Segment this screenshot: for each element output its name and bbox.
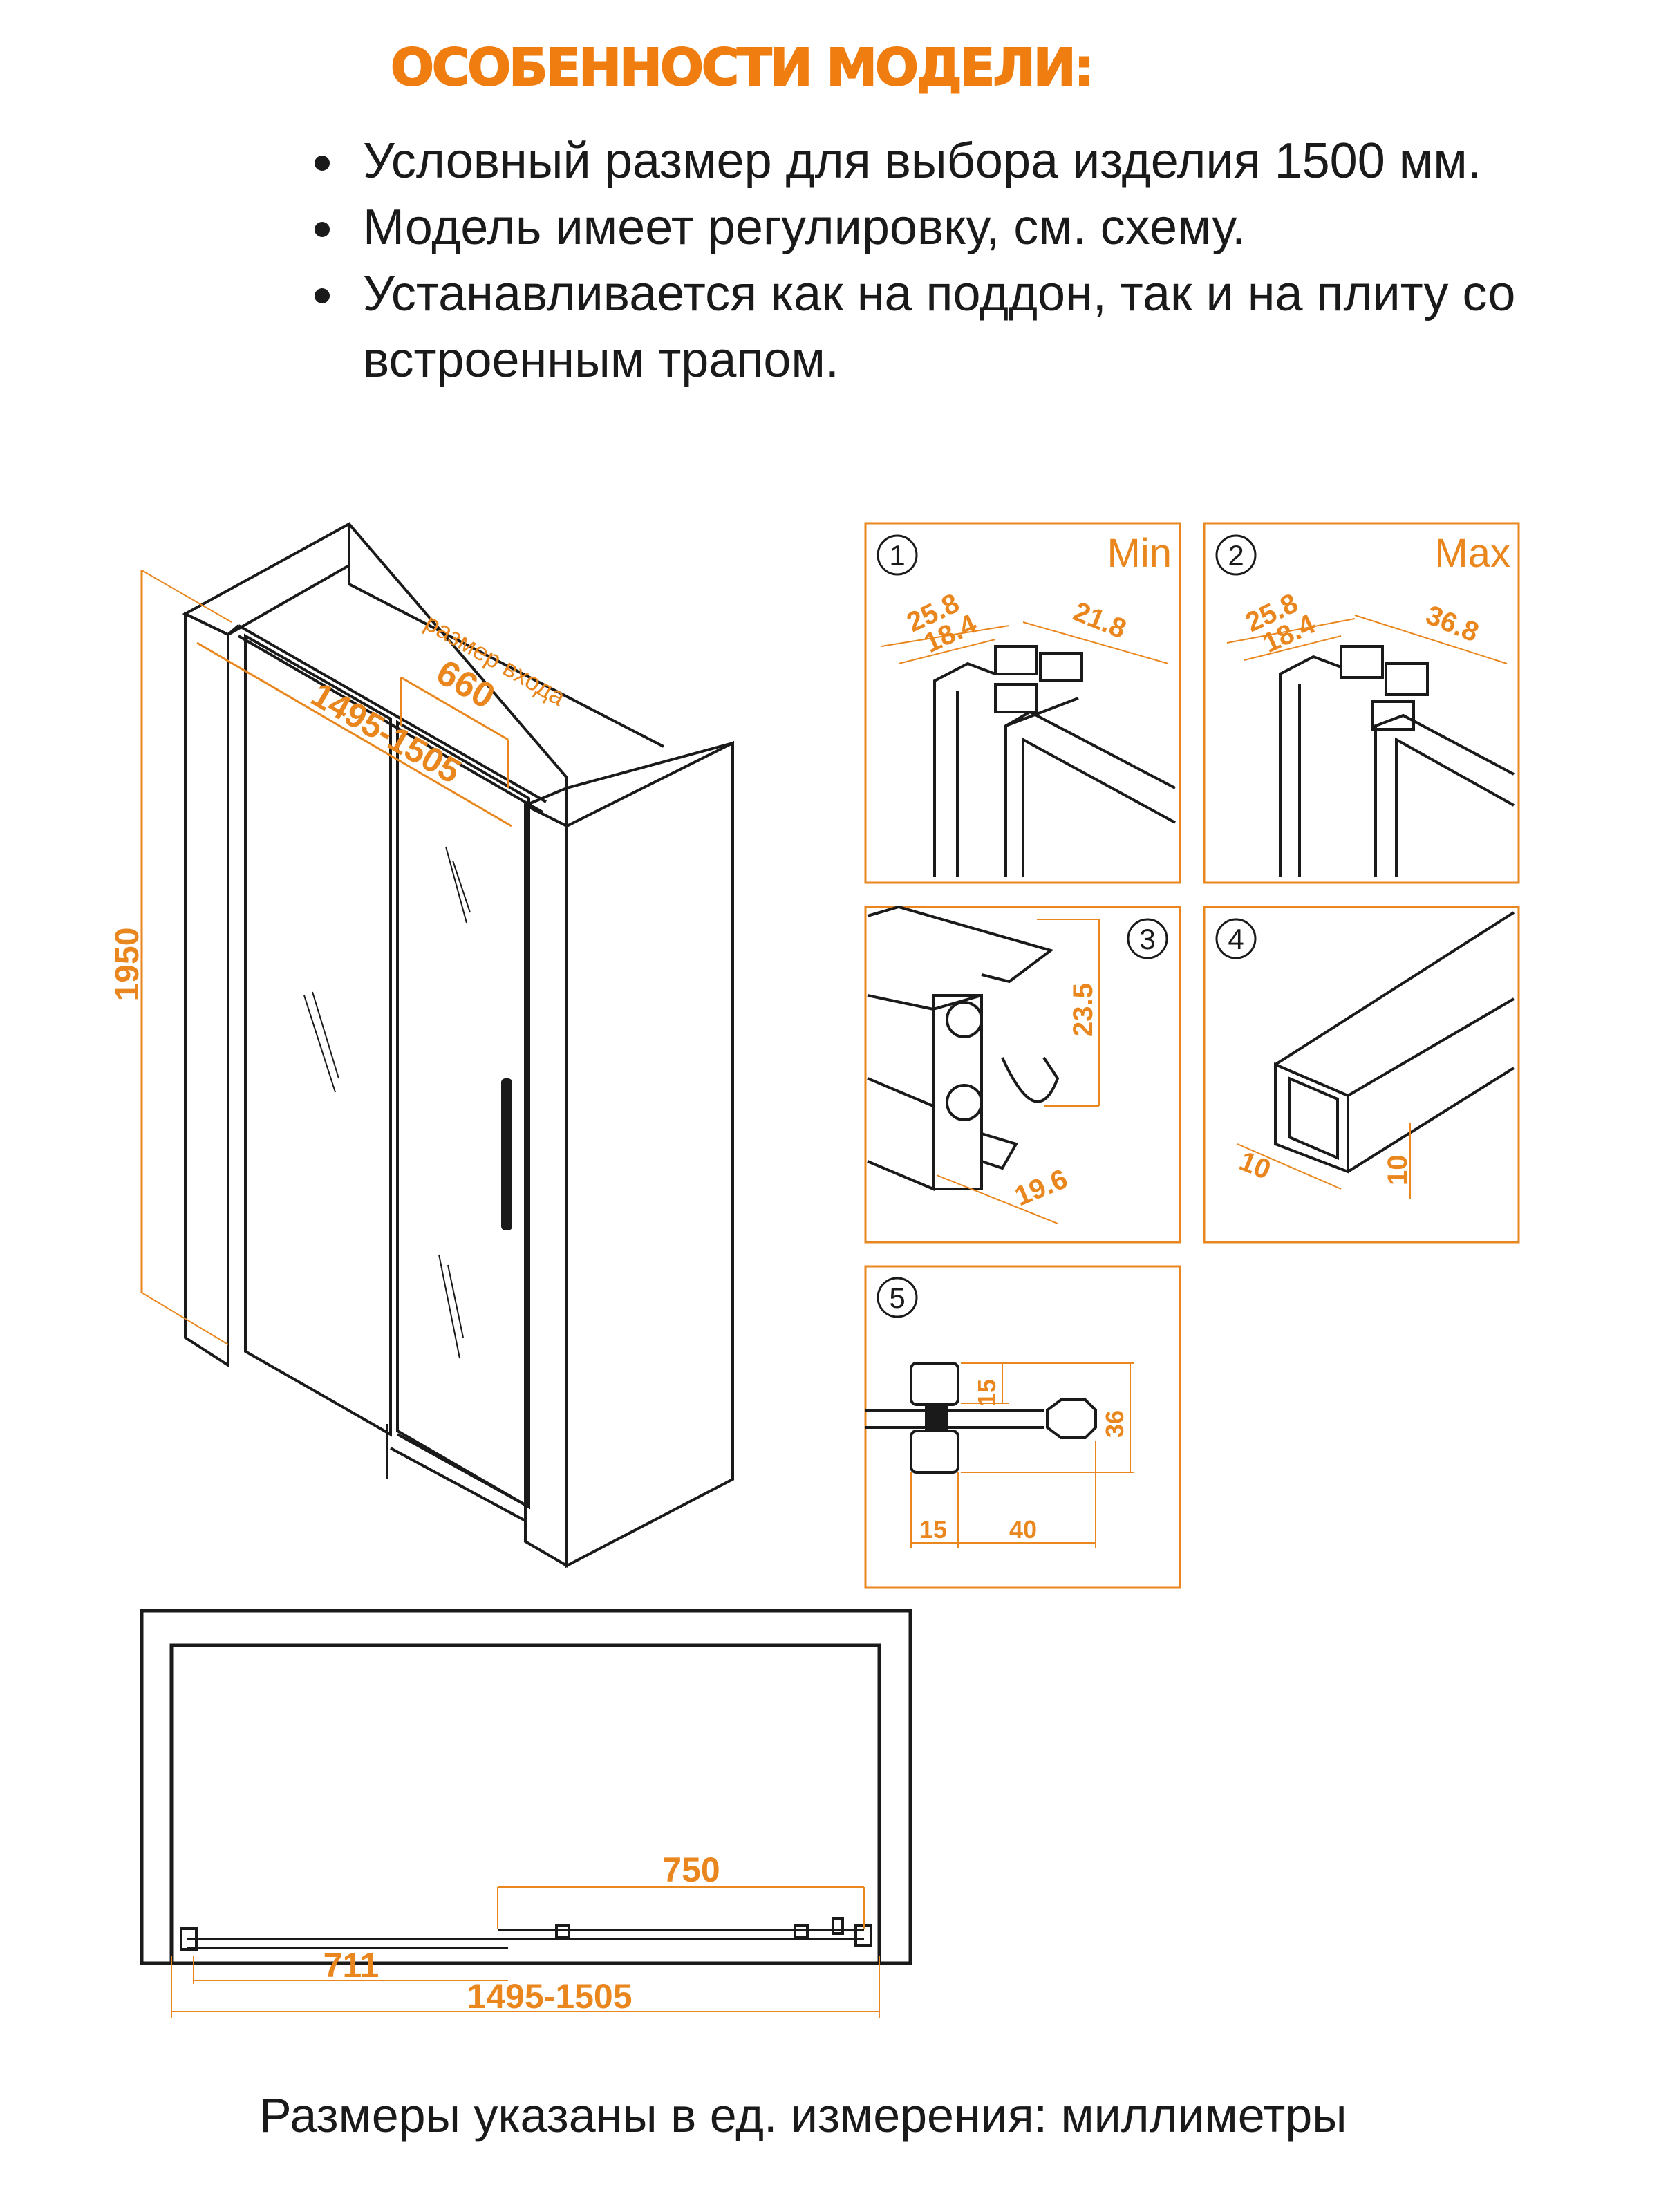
top-rail bbox=[238, 624, 547, 803]
detail-1-dim-lines bbox=[881, 621, 1169, 664]
feature-list: Условный размер для выбора изделия 1500 … bbox=[315, 128, 1659, 393]
detail-4-dim-lines bbox=[1237, 1123, 1411, 1199]
detail-5-dim-lines bbox=[910, 1362, 1134, 1548]
profile-max-drawing bbox=[1279, 645, 1515, 877]
detail-5-dim-height: 36 bbox=[1100, 1410, 1129, 1438]
detail-3-dim-w: 19.6 bbox=[1011, 1163, 1072, 1212]
detail-3-number: 3 bbox=[1139, 923, 1155, 955]
left-wall-front bbox=[184, 611, 229, 1368]
detail-1-label: Min bbox=[1107, 531, 1172, 576]
detail-5-dim-top: 15 bbox=[973, 1379, 1001, 1407]
plan-fixed-dim: 711 bbox=[324, 1946, 379, 1985]
fixed-glass-panel bbox=[244, 633, 392, 1437]
door-handle bbox=[501, 1078, 512, 1230]
detail-4-dim-w: 10 bbox=[1235, 1146, 1275, 1185]
units-note: Размеры указаны в ед. измерения: миллиме… bbox=[259, 2088, 1347, 2142]
detail-number-circle bbox=[877, 534, 918, 576]
detail-2-label: Max bbox=[1434, 531, 1510, 576]
detail-2-max: 2 Max 25.8 18.4 36.8 bbox=[1203, 522, 1520, 884]
detail-3-profile: 3 23.5 19.6 bbox=[864, 905, 1181, 1244]
feature-item: Условный размер для выбора изделия 1500 … bbox=[315, 128, 1659, 194]
detail-5-dim-right: 40 bbox=[1009, 1515, 1037, 1544]
detail-2-dim-c: 36.8 bbox=[1422, 600, 1483, 648]
detail-4-dim-h: 10 bbox=[1382, 1155, 1413, 1186]
right-wall-front bbox=[524, 803, 568, 1568]
left-wall-edge bbox=[227, 624, 240, 636]
enclosure-top-left bbox=[182, 521, 350, 637]
detail-2-number: 2 bbox=[1228, 539, 1244, 572]
section-heading: ОСОБЕННОСТИ МОДЕЛИ: bbox=[390, 37, 1095, 98]
profile-3-drawing bbox=[867, 905, 1060, 1192]
detail-3-dim-lines bbox=[936, 919, 1100, 1224]
plan-overall-dim: 1495-1505 bbox=[467, 1977, 632, 2016]
plan-door-dim: 750 bbox=[662, 1850, 720, 1889]
dimension-height: 1950 bbox=[109, 570, 232, 1345]
plan-glass-panels bbox=[180, 1917, 872, 1951]
detail-4-tube: 4 10 10 bbox=[1203, 906, 1520, 1244]
plan-view: 750 711 1495-1505 bbox=[140, 1609, 912, 2018]
isometric-shower-view bbox=[182, 521, 734, 1568]
guide-drawing bbox=[865, 1362, 1097, 1474]
detail-5-dim-left: 15 bbox=[919, 1515, 947, 1544]
plan-outer-wall bbox=[140, 1609, 912, 1965]
right-wall-side bbox=[565, 740, 734, 1568]
detail-1-min: 1 Min 25.8 18.4 21.8 bbox=[864, 522, 1181, 884]
detail-1-number: 1 bbox=[889, 539, 905, 572]
feature-item: Модель имеет регулировку, см. схему. bbox=[315, 194, 1659, 261]
detail-4-number: 4 bbox=[1228, 923, 1244, 955]
detail-2-dim-lines bbox=[1226, 615, 1508, 664]
profile-min-drawing bbox=[933, 645, 1176, 877]
bottom-rail-lower bbox=[390, 1447, 526, 1522]
glass-reflections bbox=[303, 846, 471, 1359]
detail-5-guide: 5 15 36 15 40 bbox=[864, 1265, 1181, 1589]
right-wall-top bbox=[525, 742, 733, 807]
bottom-rail bbox=[397, 1433, 529, 1508]
enclosure-top-ridge bbox=[348, 523, 568, 826]
detail-5-number: 5 bbox=[889, 1282, 905, 1314]
height-label: 1950 bbox=[109, 928, 146, 1002]
detail-3-dim-h: 23.5 bbox=[1068, 983, 1098, 1037]
plan-dim-lines bbox=[171, 1886, 880, 2018]
enclosure-inner-back bbox=[348, 565, 664, 748]
tube-drawing bbox=[1274, 911, 1515, 1174]
feature-item: Устанавливается как на поддон, так и на … bbox=[315, 261, 1659, 393]
plan-inner-wall bbox=[169, 1643, 881, 1963]
